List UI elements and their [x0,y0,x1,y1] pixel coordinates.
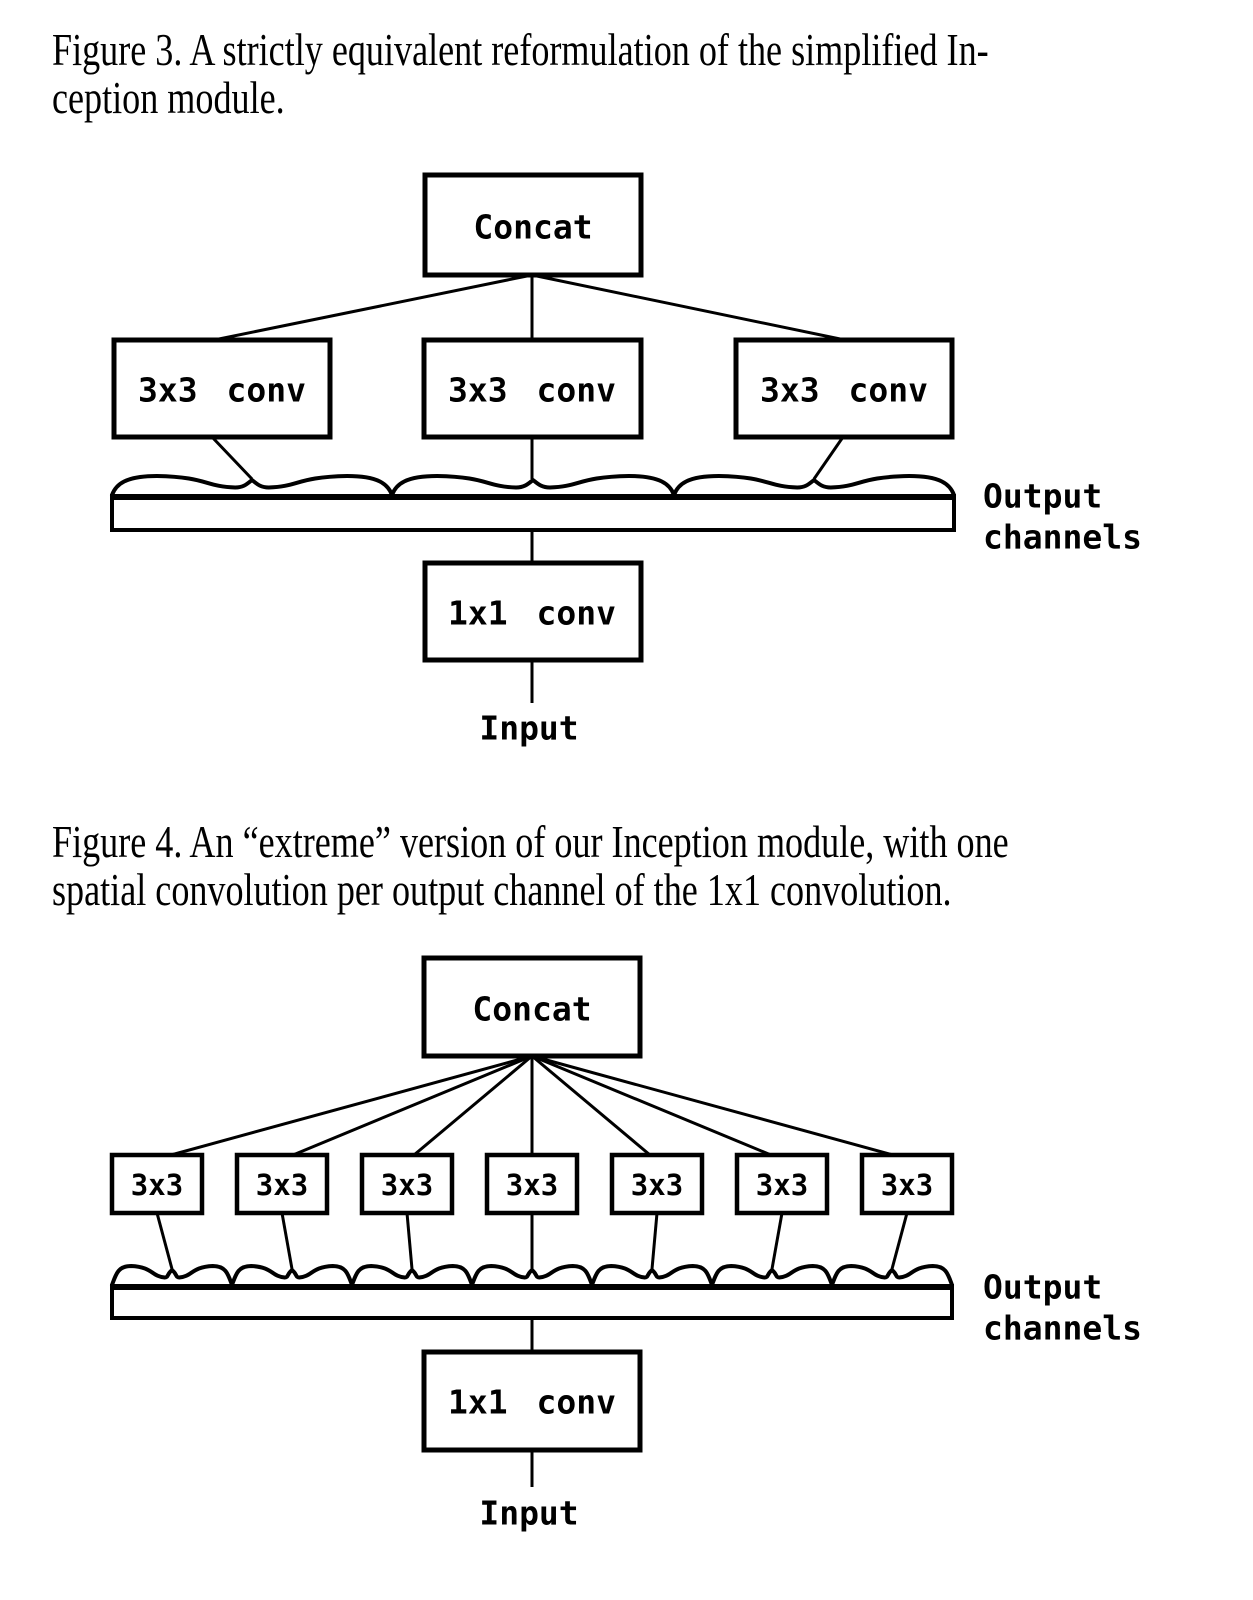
fig4-output-channels-label-line2: channels [983,1309,1142,1348]
fig4-brace-7 [830,1264,954,1287]
figure3-diagram: Concat 3x3 conv 3x3 conv 3x3 conv Output… [110,172,1142,748]
fig3-output-channels-label-line2: channels [983,518,1142,557]
fig3-conv-label-2: 3x3 conv [448,371,616,410]
fig4-output-channels-label-line1: Output [983,1268,1102,1307]
fig3-conv1x1-label: 1x1 conv [448,594,616,633]
fig4-conv-label-5: 3x3 [631,1168,683,1202]
fig3-concat-label: Concat [473,208,592,247]
fig3-conv-label-3: 3x3 conv [760,371,928,410]
figure4-diagram: Concat 3x3 3x3 3x3 3x3 3x3 3x3 3x3 [109,955,1142,1533]
fig4-connector-conv7-brace [890,1212,909,1270]
fig4-connector-concat-conv5 [531,1054,651,1157]
fig3-output-channels-label-line1: Output [983,477,1102,516]
fig4-conv-box-2 [234,1152,330,1216]
fig4-connector-concat-conv2 [292,1054,533,1157]
fig4-conv-label-2: 3x3 [256,1168,308,1202]
fig3-connector-conv1-brace [210,435,254,481]
fig4-brace-6 [710,1264,834,1287]
fig4-brace-1 [110,1264,234,1287]
fig4-brace-5 [590,1264,714,1287]
fig3-brace-2 [390,474,676,497]
fig4-conv1x1-label: 1x1 conv [448,1383,616,1422]
fig4-conv-label-6: 3x3 [756,1168,808,1202]
fig4-connector-conv1-brace [155,1212,174,1270]
fig4-conv-label-1: 3x3 [131,1168,183,1202]
fig3-connector-concat-conv1 [213,273,533,342]
fig4-input-label: Input [479,1494,578,1533]
fig3-input-label: Input [479,709,578,748]
figure3-caption: Figure 3. A strictly equivalent reformul… [52,26,1214,122]
figure4-caption-line2: spatial convolution per output channel o… [52,864,952,915]
fig4-connector-conv5-brace [650,1212,659,1270]
fig4-conv1x1-box [421,1349,643,1453]
figure3-caption-line2: ception module. [52,72,285,123]
fig4-brace-4 [470,1264,594,1287]
fig3-connector-conv3-brace [812,436,845,480]
figure4-caption-line1: Figure 4. An “extreme” version of our In… [52,816,1009,867]
fig4-concat-box [421,955,643,1059]
fig4-connector-concat-conv1 [170,1054,533,1157]
fig4-output-bar [110,1285,954,1320]
figure3-caption-line1: Figure 3. A strictly equivalent reformul… [52,24,989,75]
fig4-connector-concat-conv6 [531,1054,772,1157]
figure4-caption: Figure 4. An “extreme” version of our In… [52,818,1214,914]
fig4-connector-conv3-brace [405,1212,414,1270]
fig4-brace-3 [350,1264,474,1287]
fig3-brace-1 [110,474,394,497]
fig3-conv1x1-box [422,560,644,663]
fig4-connector-conv6-brace [770,1212,784,1270]
fig4-connector-conv2-brace [280,1212,294,1270]
fig4-conv-label-7: 3x3 [881,1168,933,1202]
fig3-connector-concat-conv3 [531,273,846,342]
fig3-conv-box-1 [111,337,333,440]
fig4-brace-2 [230,1264,354,1287]
fig4-concat-label: Concat [472,990,591,1029]
fig4-connector-concat-conv3 [413,1054,533,1157]
fig3-concat-box [422,172,644,278]
fig3-conv-label-1: 3x3 conv [138,371,306,410]
fig4-connector-concat-conv7 [531,1054,894,1157]
fig3-conv-box-3 [733,337,955,440]
fig4-conv-box-4 [484,1152,580,1216]
fig3-output-bar [110,495,956,532]
fig3-brace-3 [672,474,956,497]
fig4-conv-label-3: 3x3 [381,1168,433,1202]
fig4-conv-label-4: 3x3 [506,1168,558,1202]
fig4-conv-box-1 [109,1152,205,1216]
